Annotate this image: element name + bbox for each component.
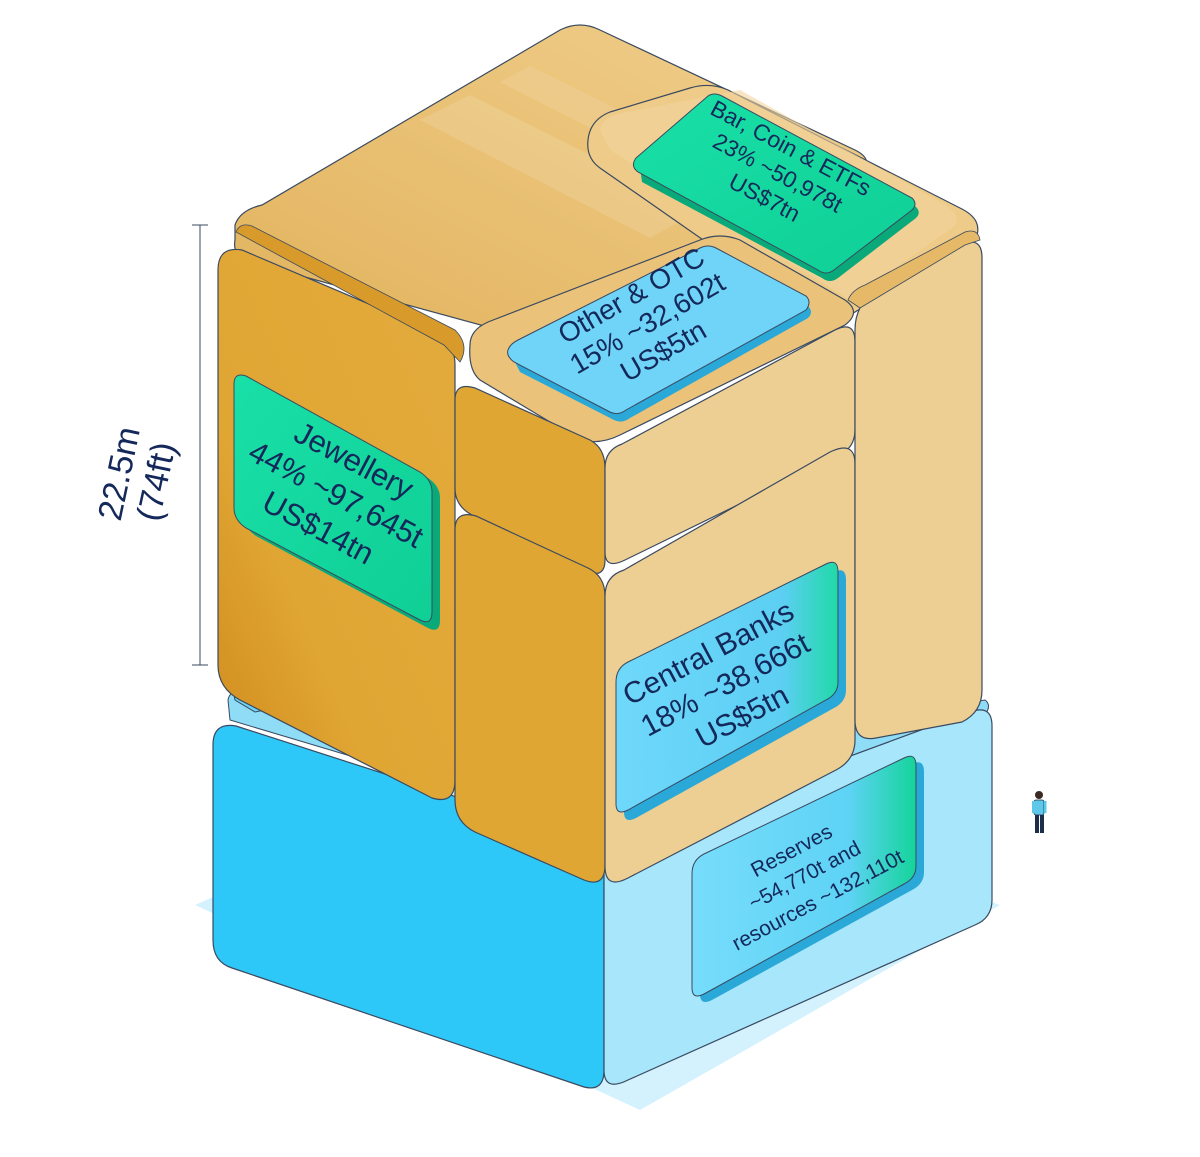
other-otc-label-box: Other & OTC 15% ~32,602t US$5tn xyxy=(507,241,811,422)
reserves-label-box: Reserves ~54,770t and resources ~132,110… xyxy=(691,755,924,1002)
person-icon xyxy=(1032,791,1047,833)
right-column-block xyxy=(847,230,983,740)
central-banks-label-box: Central Banks 18% ~38,666t US$5tn xyxy=(615,561,846,820)
height-indicator: 22.5m (74ft) xyxy=(91,224,208,666)
